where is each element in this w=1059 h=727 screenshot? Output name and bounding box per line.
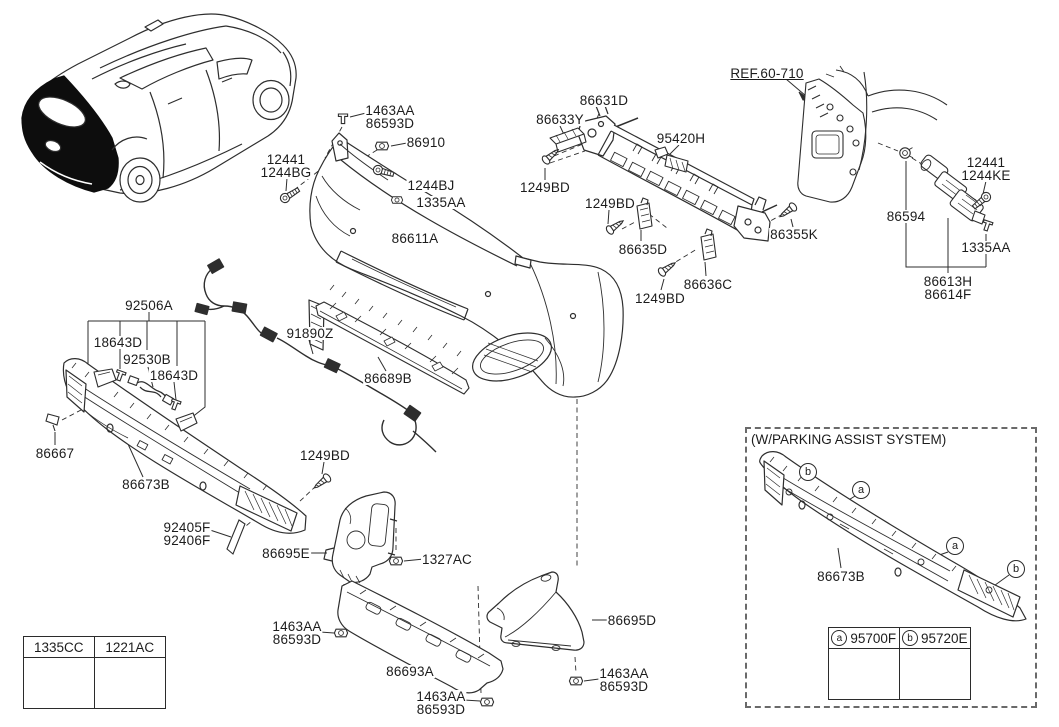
callout-1249BD-d[interactable]: 1249BD	[299, 448, 351, 463]
callout-86689B[interactable]: 86689B	[363, 371, 413, 386]
callout-91890Z[interactable]: 91890Z	[285, 326, 335, 341]
callout-1327AC[interactable]: 1327AC	[421, 552, 473, 567]
license-lamp-set-92506A	[93, 368, 198, 432]
screw-icon	[776, 200, 799, 221]
callout-92506A[interactable]: 92506A	[124, 298, 174, 313]
nut-icon	[479, 697, 495, 707]
callout-86695D[interactable]: 86695D	[606, 613, 658, 628]
callout-86673B[interactable]: 86673B	[121, 477, 171, 492]
legend-header-95700F[interactable]: a 95700F	[829, 628, 900, 649]
callout-86693A[interactable]: 86693A	[385, 664, 435, 679]
parking-assist-panel-title: (W/PARKING ASSIST SYSTEM)	[751, 432, 947, 447]
under-cover-86693A	[337, 580, 504, 694]
callout-1249BD-c[interactable]: 1249BD	[634, 291, 686, 306]
marker-b-1[interactable]: b	[799, 463, 817, 481]
sensor-legend-table: a 95700F b 95720E	[828, 627, 971, 700]
callout-1335AA[interactable]: 1335AA	[415, 195, 467, 210]
sensor-assembly-86613H	[920, 154, 986, 225]
callout-86611A[interactable]: 86611A	[390, 231, 440, 246]
rear-bumper-cover-86611A	[308, 132, 624, 398]
quarter-panel-ref	[797, 65, 948, 203]
hardware-table: 1335CC 1221AC	[23, 636, 166, 709]
callout-86594[interactable]: 86594	[885, 209, 927, 224]
wire-92530B	[127, 375, 175, 406]
marker-a-1[interactable]: a	[852, 481, 870, 499]
callout-18643D-a[interactable]: 18643D	[92, 335, 144, 350]
bolt-icon	[278, 185, 302, 205]
bracket-86635D	[636, 197, 653, 230]
callout-86695E[interactable]: 86695E	[261, 546, 311, 561]
nut-icon	[388, 556, 404, 566]
marker-a-2[interactable]: a	[946, 537, 964, 555]
clip-86667	[45, 413, 60, 432]
bracket-86633Y	[549, 127, 587, 153]
callout-18643D-b[interactable]: 18643D	[148, 368, 200, 383]
bracket-86695E	[323, 491, 398, 584]
side-under-cover-86695D	[486, 571, 585, 651]
grommet-icon	[899, 147, 914, 159]
parking-panel-bumper-86673B	[759, 451, 1027, 622]
callout-86673B-panel[interactable]: 86673B	[816, 569, 866, 584]
hardware-icon-cell-1221AC	[95, 658, 166, 708]
lower-bumper-86673B	[62, 358, 307, 534]
holder-95420H	[654, 146, 689, 173]
hardware-icon-cell-1335CC	[24, 658, 95, 708]
nut-icon	[333, 628, 349, 638]
callout-95420H[interactable]: 95420H	[655, 131, 707, 146]
legend-icon-cell-95720E	[900, 649, 971, 699]
callout-1335AA-b[interactable]: 1335AA	[960, 240, 1012, 255]
callout-86910[interactable]: 86910	[405, 135, 447, 150]
clip-icon	[337, 113, 349, 125]
ref-60-710-link[interactable]: REF.60-710	[729, 66, 805, 81]
hardware-header-1335CC[interactable]: 1335CC	[24, 637, 95, 658]
marker-b-2[interactable]: b	[1007, 560, 1025, 578]
callout-1244BJ[interactable]: 1244BJ	[406, 178, 456, 193]
nut-icon	[390, 196, 404, 204]
callout-86636C[interactable]: 86636C	[682, 277, 734, 292]
callout-86355K[interactable]: 86355K	[769, 227, 819, 242]
callout-1249BD-b[interactable]: 1249BD	[584, 196, 636, 211]
bumper-step-plate-86689B	[315, 301, 470, 395]
marker-a-legend: a	[831, 630, 848, 646]
car-illustration	[21, 13, 297, 203]
callout-86633Y[interactable]: 86633Y	[535, 112, 585, 127]
screw-icon	[656, 258, 679, 279]
callout-86635D[interactable]: 86635D	[617, 242, 669, 257]
legend-header-95720E[interactable]: b 95720E	[899, 628, 970, 649]
screw-icon	[311, 471, 333, 493]
parking-assist-panel: (W/PARKING ASSIST SYSTEM)	[745, 427, 1037, 708]
callout-92530B[interactable]: 92530B	[122, 352, 172, 367]
callout-86667[interactable]: 86667	[34, 446, 76, 461]
hardware-header-1221AC[interactable]: 1221AC	[94, 637, 165, 658]
marker-b-legend: b	[901, 630, 918, 646]
legend-icon-cell-95700F	[829, 649, 900, 699]
nut-icon	[374, 141, 390, 151]
nut-icon	[568, 676, 584, 686]
wiring-harness-91890Z	[194, 258, 437, 453]
bracket-86636C	[700, 228, 717, 261]
callout-1249BD-a[interactable]: 1249BD	[519, 180, 571, 195]
callout-86631D[interactable]: 86631D	[578, 93, 630, 108]
pad-92405F	[226, 519, 246, 555]
